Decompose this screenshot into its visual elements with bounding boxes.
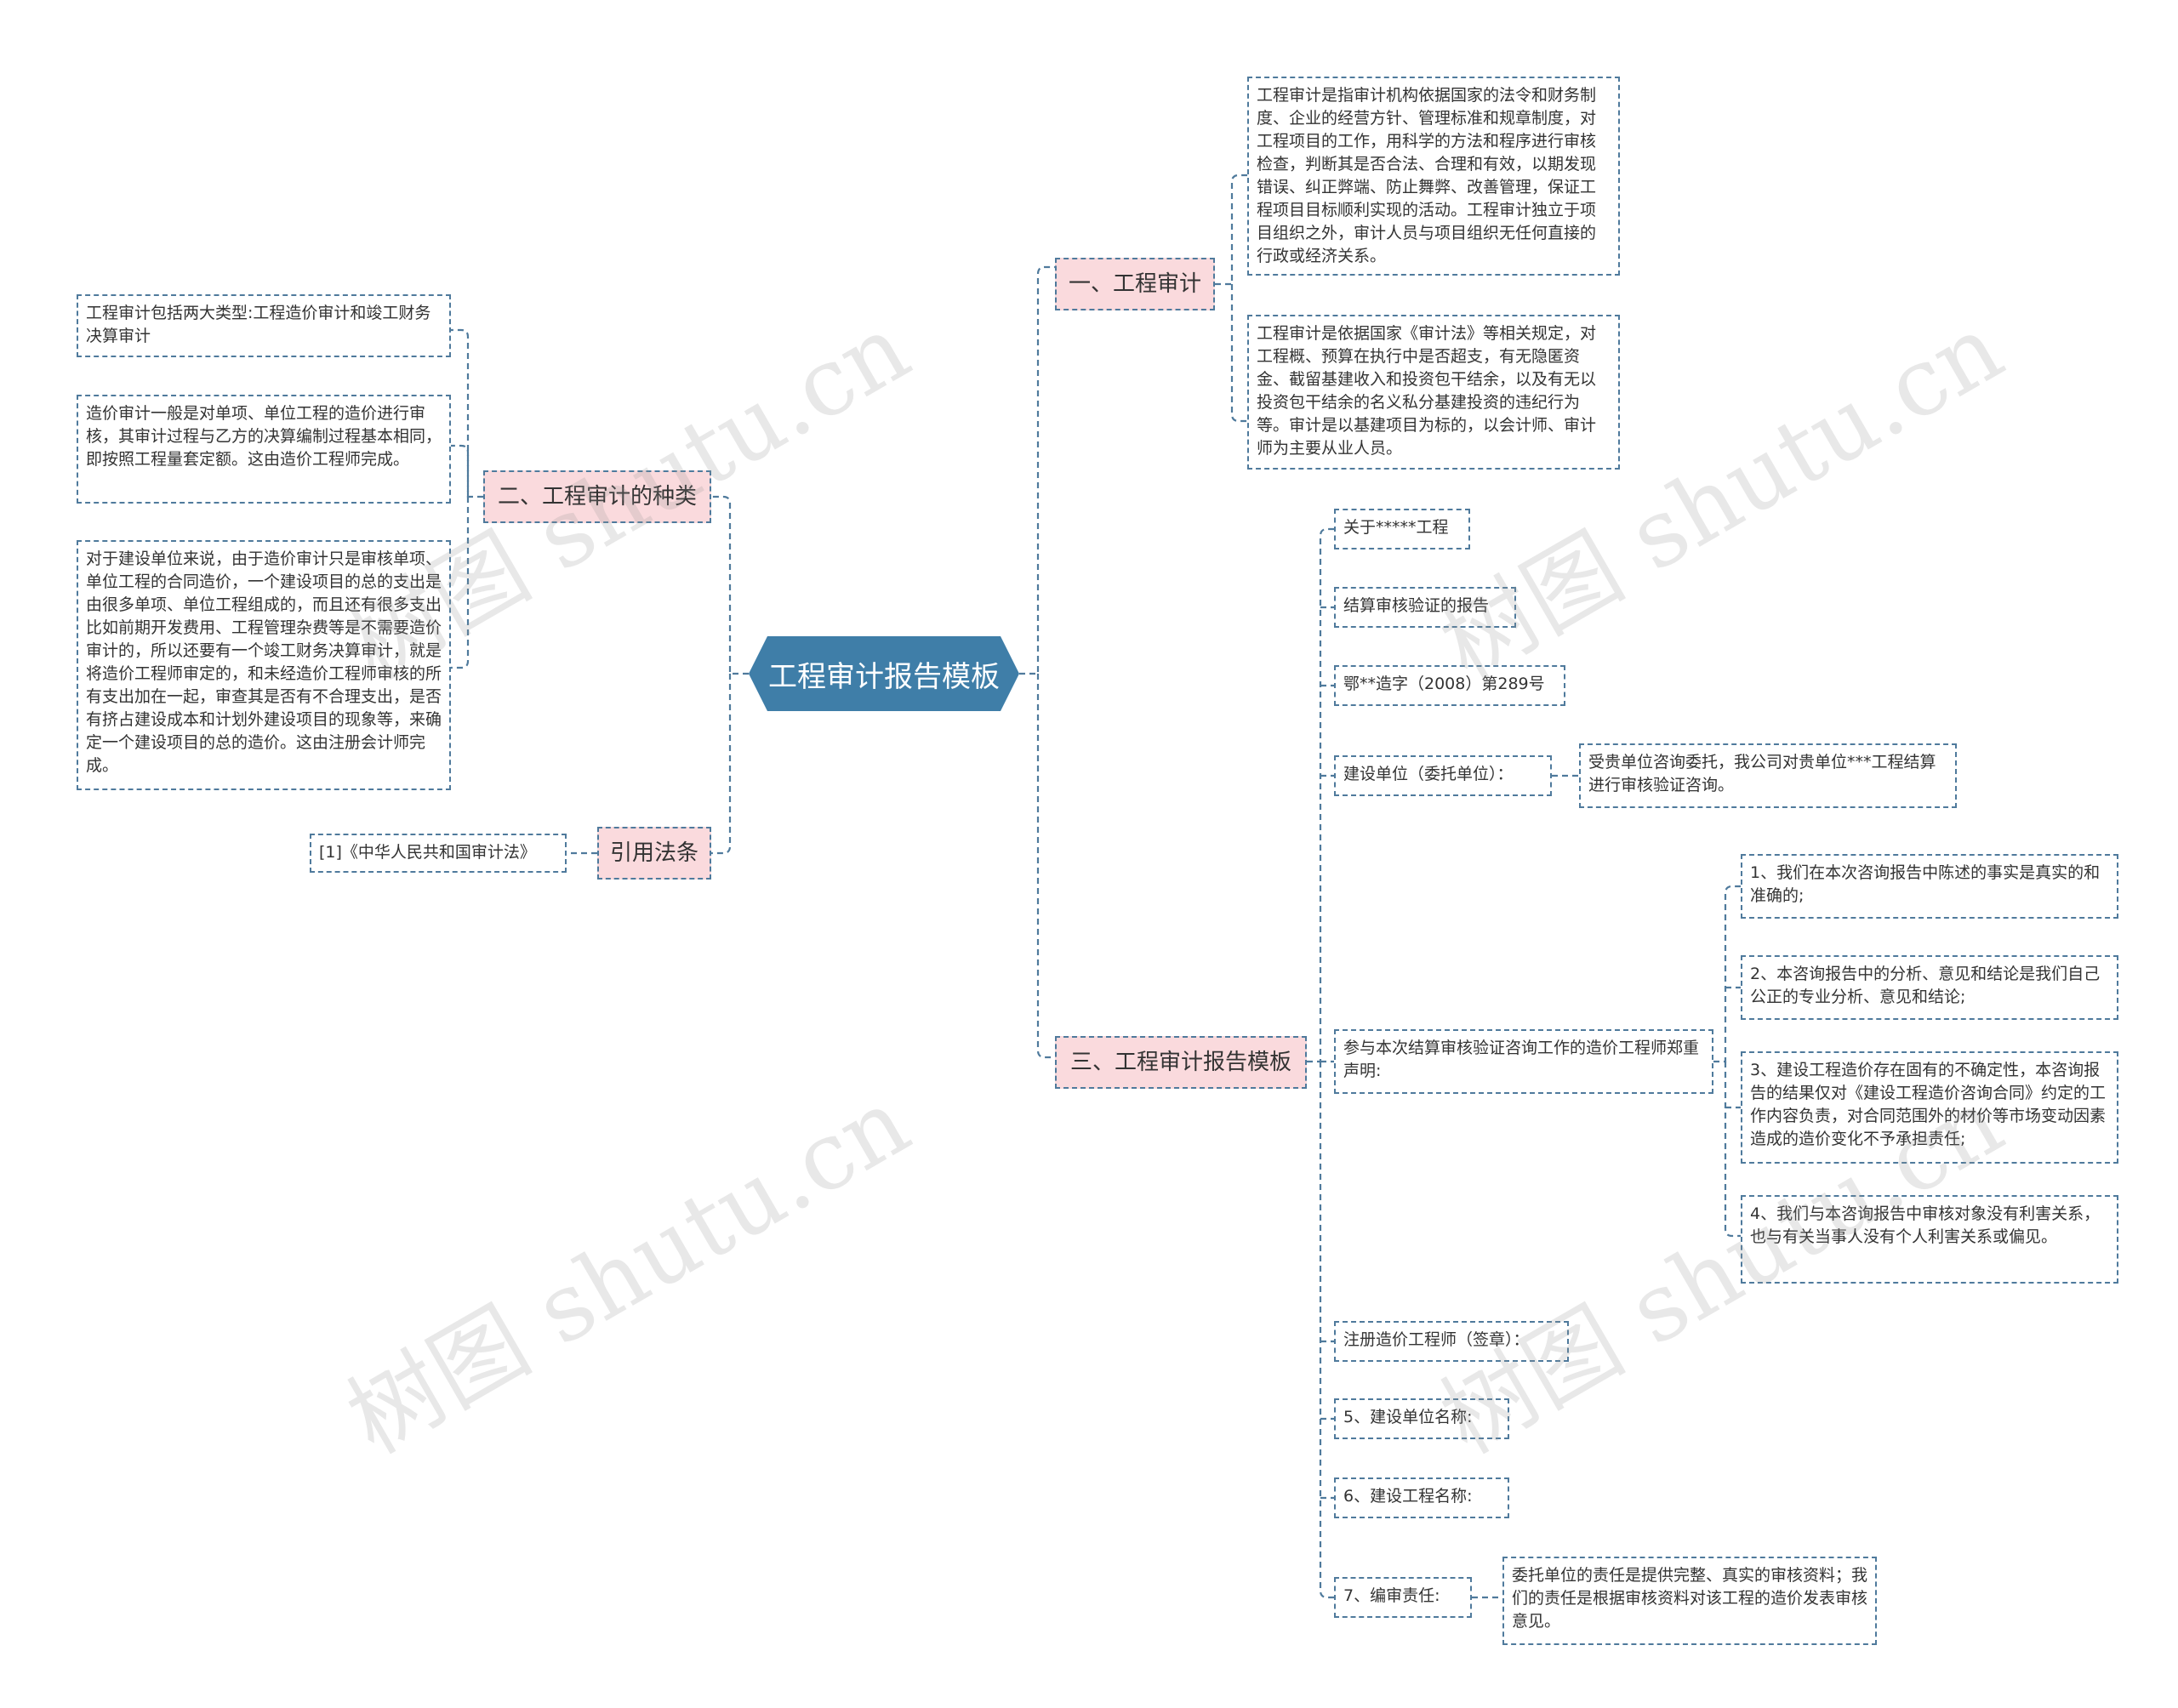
b3-declaration-1[interactable]: 1、我们在本次咨询报告中陈述的事实是真实的和准确的; [1741,854,2118,919]
b2-cost-audit[interactable]: 造价审计一般是对单项、单位工程的造价进行审核，其审计过程与乙方的决算编制过程基本… [77,395,451,504]
b3-client-label[interactable]: 建设单位（委托单位）： [1334,755,1552,796]
branch-label: 三、工程审计报告模板 [1069,1050,1291,1075]
b3-client-text[interactable]: 受贵单位咨询委托，我公司对贵单位***工程结算进行审核验证咨询。 [1579,743,1957,808]
b1-definition-1[interactable]: 工程审计是指审计机构依据国家的法令和财务制度、企业的经营方针、管理标准和规章制度… [1247,77,1620,276]
branch-engineering-audit[interactable]: 一、工程审计 [1055,258,1215,310]
b3-duty-text[interactable]: 委托单位的责任是提供完整、真实的审核资料；我们的责任是根据审核资料对该工程的造价… [1502,1557,1877,1645]
b3-declaration-3[interactable]: 3、建设工程造价存在固有的不确定性，本咨询报告的结果仅对《建设工程造价咨询合同》… [1741,1051,2118,1164]
b3-project-name[interactable]: 6、建设工程名称: [1334,1477,1509,1518]
b2-types-summary[interactable]: 工程审计包括两大类型:工程造价审计和竣工财务决算审计 [77,294,451,357]
b3-declaration-4[interactable]: 4、我们与本咨询报告中审核对象没有利害关系，也与有关当事人没有个人利害关系或偏见… [1741,1195,2118,1284]
b3-unit-name[interactable]: 5、建设单位名称: [1334,1398,1509,1439]
branch-report-template[interactable]: 三、工程审计报告模板 [1055,1036,1307,1089]
root-shape [749,636,1019,711]
b2-final-account-audit[interactable]: 对于建设单位来说，由于造价审计只是审核单项、单位工程的合同造价，一个建设项目的总… [77,540,451,790]
branch-cited-laws[interactable]: 引用法条 [597,827,711,880]
b3-report-title[interactable]: 结算审核验证的报告 [1334,587,1516,628]
branch-label: 一、工程审计 [1069,271,1202,297]
root-label: 工程审计报告模板 [768,659,1000,694]
b1-definition-2[interactable]: 工程审计是依据国家《审计法》等相关规定，对工程概、预算在执行中是否超支，有无隐匿… [1247,315,1620,470]
branch-label: 二、工程审计的种类 [497,484,697,510]
root-node[interactable]: 工程审计报告模板 [749,636,1019,711]
branch-label: 引用法条 [610,840,699,866]
b3-duty-label[interactable]: 7、编审责任: [1334,1577,1472,1618]
b3-about-project[interactable]: 关于*****工程 [1334,509,1470,549]
b3-declaration-2[interactable]: 2、本咨询报告中的分析、意见和结论是我们自己公正的专业分析、意见和结论; [1741,955,2118,1020]
b3-document-number[interactable]: 鄂**造字（2008）第289号 [1334,665,1565,706]
branch-audit-types[interactable]: 二、工程审计的种类 [483,470,711,523]
b3-declaration-label[interactable]: 参与本次结算审核验证咨询工作的造价工程师郑重声明: [1334,1029,1713,1094]
b4-audit-law[interactable]: [1]《中华人民共和国审计法》 [310,834,567,873]
b3-engineer-signature[interactable]: 注册造价工程师（签章）： [1334,1321,1569,1362]
